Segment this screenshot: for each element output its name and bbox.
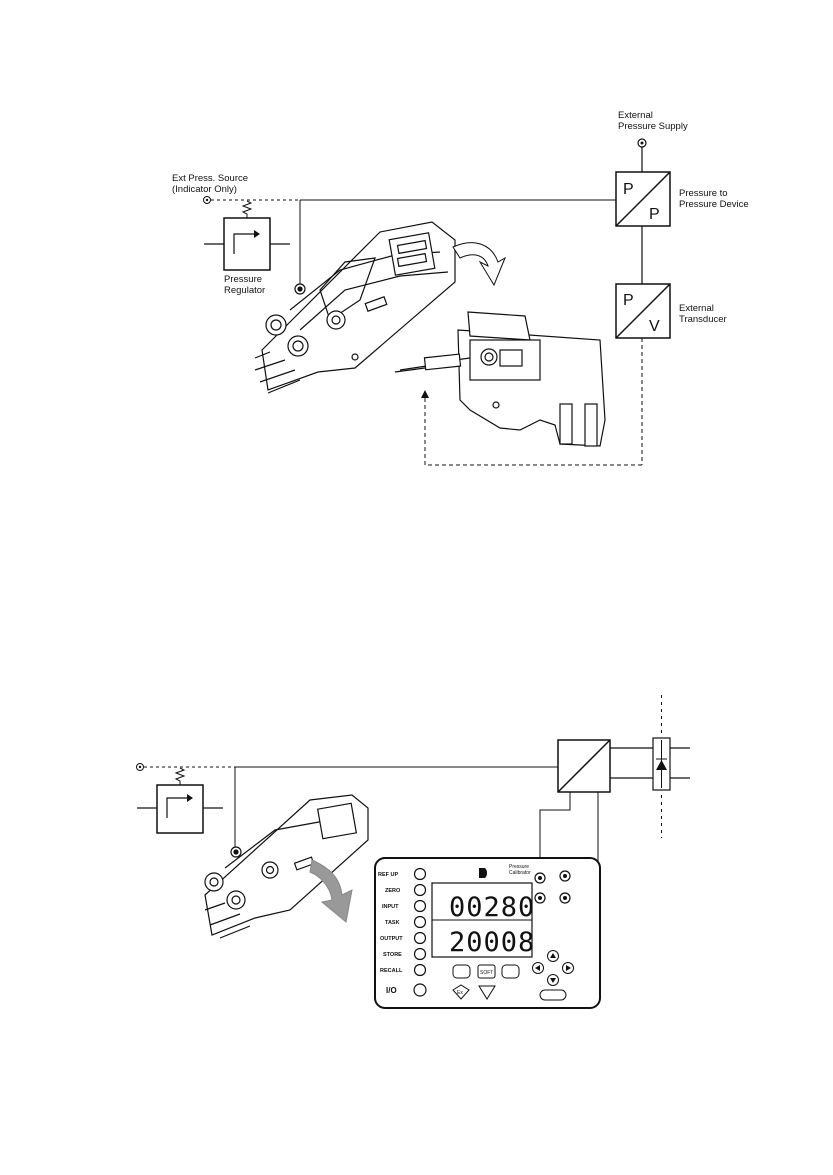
external-supply-line1: External bbox=[618, 110, 653, 121]
transducer-label-line1: External bbox=[679, 303, 714, 314]
socket-top-right-pin bbox=[563, 874, 567, 878]
key-ref-up-label: REF UP bbox=[378, 872, 399, 878]
key-zero-label: ZERO bbox=[385, 888, 401, 894]
key-zero-button[interactable] bbox=[415, 885, 426, 896]
key-input-button[interactable] bbox=[415, 901, 426, 912]
key-power-button[interactable] bbox=[414, 984, 426, 996]
spring-icon bbox=[243, 201, 251, 218]
enter-button[interactable] bbox=[540, 990, 566, 1000]
figure-1: External Pressure Supply Ext Press. Sour… bbox=[172, 110, 749, 465]
calibrator-front-panel: Pressure Calibrator REF UP ZERO INPUT TA… bbox=[375, 858, 600, 1008]
ext-source-port-dot bbox=[206, 199, 208, 201]
ext-source-line2: (Indicator Only) bbox=[172, 184, 237, 195]
brand-logo-icon bbox=[479, 868, 487, 878]
socket-top-left-pin bbox=[538, 876, 542, 880]
socket-bottom-left-pin bbox=[538, 896, 542, 900]
lcd-top-reading: 00280 bbox=[449, 892, 535, 923]
lcd-bottom-reading: 20008 bbox=[449, 927, 535, 958]
soft-key-left[interactable] bbox=[453, 965, 470, 978]
regulator-label-line1: Pressure bbox=[224, 274, 262, 285]
key-task-button[interactable] bbox=[415, 917, 426, 928]
key-output-label: OUTPUT bbox=[380, 936, 403, 942]
key-power-label: I/O bbox=[386, 986, 397, 995]
fig2-regulator-block bbox=[157, 785, 203, 833]
key-ref-up-button[interactable] bbox=[415, 869, 426, 880]
pressure-regulator-block bbox=[224, 218, 270, 270]
key-store-button[interactable] bbox=[415, 949, 426, 960]
pp-label-line1: Pressure to bbox=[679, 188, 728, 199]
external-supply-line2: Pressure Supply bbox=[618, 121, 688, 132]
pv-bottom-symbol: V bbox=[649, 318, 660, 335]
soft-key-label: SOFT bbox=[480, 970, 493, 976]
key-input-label: INPUT bbox=[382, 904, 399, 910]
connector-panel-illustration bbox=[395, 312, 605, 446]
panel-title-line2: Calibrator bbox=[509, 870, 531, 876]
pp-bottom-symbol: P bbox=[649, 206, 660, 223]
ext-source-line1: Ext Press. Source bbox=[172, 173, 248, 184]
figure-2: Pressure Calibrator REF UP ZERO INPUT TA… bbox=[137, 695, 691, 1008]
pp-label-line2: Pressure Device bbox=[679, 199, 749, 210]
pp-top-symbol: P bbox=[623, 181, 634, 198]
key-task-label: TASK bbox=[385, 920, 400, 926]
regulator-label-line2: Regulator bbox=[224, 285, 265, 296]
soft-key-right[interactable] bbox=[502, 965, 519, 978]
curved-arrow-icon bbox=[453, 243, 505, 285]
key-output-button[interactable] bbox=[415, 933, 426, 944]
key-recall-button[interactable] bbox=[415, 965, 426, 976]
ex-badge-label: Ex bbox=[457, 990, 463, 996]
fig2-spring-icon bbox=[176, 768, 184, 785]
supply-port-dot bbox=[641, 142, 644, 145]
fig2-source-port-dot bbox=[139, 766, 141, 768]
transducer-label-line2: Transducer bbox=[679, 314, 727, 325]
pv-top-symbol: P bbox=[623, 292, 634, 309]
key-store-label: STORE bbox=[383, 952, 402, 958]
socket-bottom-right-pin bbox=[563, 896, 567, 900]
key-recall-label: RECALL bbox=[380, 968, 403, 974]
